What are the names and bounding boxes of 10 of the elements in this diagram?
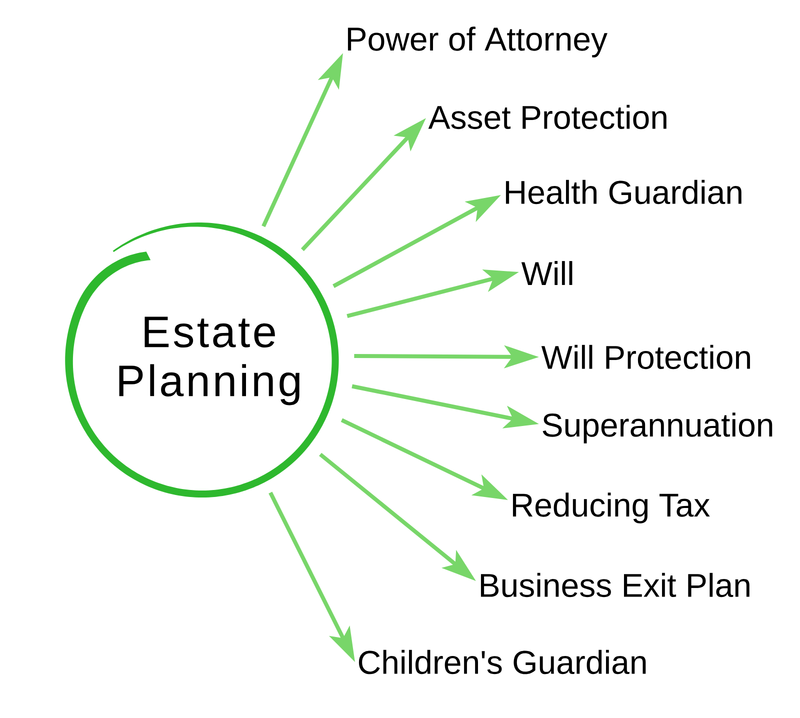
branch-label: Power of Attorney xyxy=(348,26,608,58)
branch-label: Business Exit Plan xyxy=(480,572,750,598)
branch-label: Will Protection xyxy=(541,344,750,370)
brush-spiral: Estate Planning xyxy=(65,222,339,498)
branch-label: Children's Guardian xyxy=(358,650,646,674)
branch-label: Asset Protection xyxy=(428,104,666,130)
branch-label: Reducing Tax xyxy=(512,492,710,524)
branch-label: Will xyxy=(521,261,572,285)
branch-label: Health Guardian xyxy=(506,180,742,204)
branch-label: Superannuation xyxy=(542,412,772,444)
